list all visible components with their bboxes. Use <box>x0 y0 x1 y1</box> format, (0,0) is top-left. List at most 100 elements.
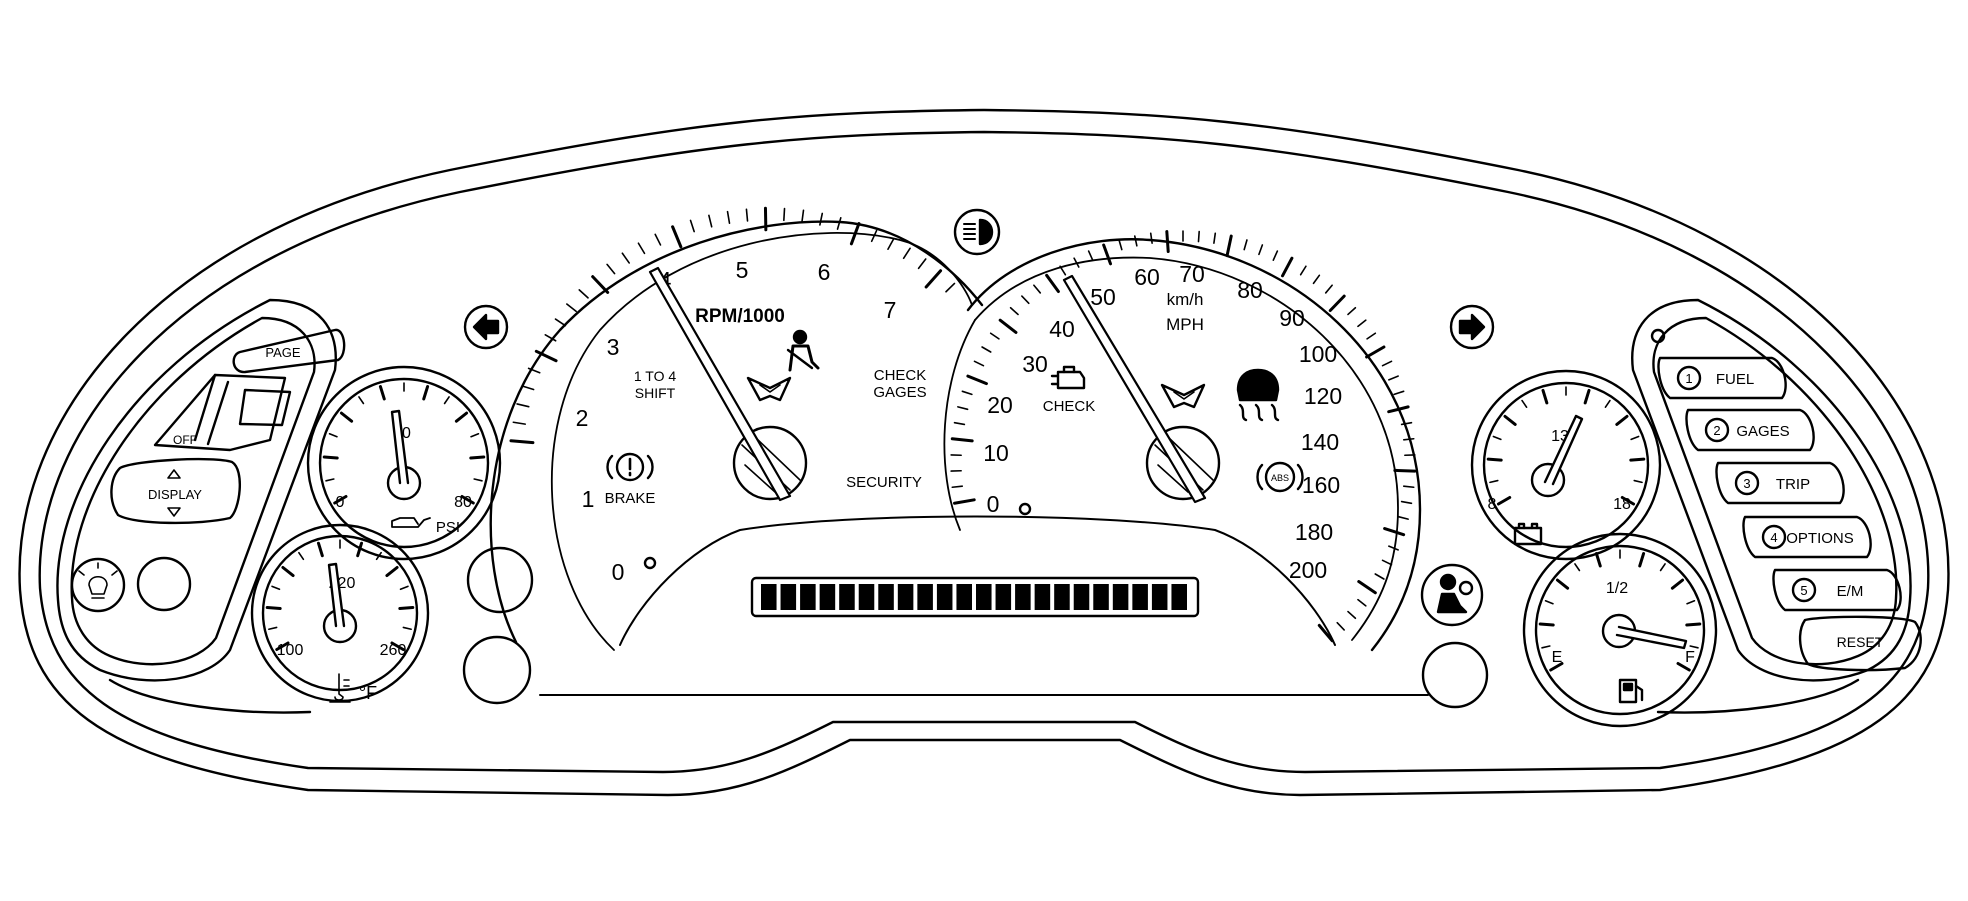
reset-button[interactable]: RESET <box>1800 617 1921 670</box>
gauge-tick <box>400 608 413 609</box>
gauge-tick <box>1505 416 1515 424</box>
coolant-temp-gauge: 100 220 260 °F <box>252 525 428 703</box>
display-button[interactable]: DISPLAY <box>111 459 239 523</box>
shift-label-line2: SHIFT <box>635 385 676 401</box>
gauge-tick <box>267 608 280 609</box>
speed-label-50: 50 <box>1090 284 1116 310</box>
temp-label-max: 260 <box>380 642 407 659</box>
speed-label-30: 30 <box>1022 351 1048 377</box>
speed-label-100: 100 <box>1299 341 1337 367</box>
speed-tick <box>1283 258 1292 276</box>
seatbelt-icon <box>788 331 818 370</box>
gauge-tick <box>1585 390 1589 402</box>
coolant-thermometer-icon <box>330 674 350 702</box>
speed-label-180: 180 <box>1295 519 1333 545</box>
tach-tick <box>567 304 576 311</box>
speed-label-70: 70 <box>1179 261 1205 287</box>
fuel-gauge: E 1/2 F <box>1524 534 1716 726</box>
brake-label: BRAKE <box>605 490 656 507</box>
speed-label-20: 20 <box>987 392 1013 418</box>
speed-tick <box>1404 439 1414 440</box>
speed-label-40: 40 <box>1049 316 1075 342</box>
menu-button-fuel[interactable]: 1 FUEL <box>1658 358 1785 398</box>
airbag-icon <box>1422 565 1482 625</box>
lcd-segment <box>800 584 816 610</box>
lcd-segment <box>1113 584 1129 610</box>
speed-tick <box>1385 529 1404 535</box>
gauge-tick <box>403 627 411 629</box>
lcd-segment <box>1093 584 1109 610</box>
lcd-segment <box>1132 584 1148 610</box>
tach-tick <box>593 277 608 293</box>
temp-needle <box>329 564 344 626</box>
speed-tick <box>991 333 999 339</box>
tach-tick <box>709 215 712 226</box>
button-number: 1 <box>1685 371 1692 386</box>
speed-tick <box>1227 236 1231 256</box>
gauge-tick <box>1687 624 1700 625</box>
speed-tick <box>1367 333 1375 339</box>
speed-label-60: 60 <box>1134 264 1160 290</box>
speed-label-0: 0 <box>987 491 1000 517</box>
reset-button-label: RESET <box>1837 634 1884 650</box>
tach-tick <box>946 283 955 291</box>
check-engine-icon <box>1052 367 1084 388</box>
fuel-label-half: 1/2 <box>1606 580 1628 597</box>
lcd-segment <box>1035 584 1051 610</box>
lcd-segment <box>1171 584 1187 610</box>
button-label: FUEL <box>1716 371 1754 388</box>
tach-tick <box>919 259 926 268</box>
speed-tick <box>1389 546 1398 550</box>
gauge-tick <box>324 457 337 458</box>
blank-button-left[interactable] <box>138 558 190 610</box>
speed-tick <box>1011 308 1018 315</box>
abs-label: ABS <box>1271 473 1289 483</box>
tach-label-7: 7 <box>884 297 897 323</box>
button-number: 4 <box>1770 530 1777 545</box>
gauge-tick <box>471 434 478 437</box>
up-arrow-icon <box>168 470 180 478</box>
speed-tick <box>1348 612 1355 619</box>
speed-tick <box>982 347 991 352</box>
oil-units-label: PSI <box>436 519 460 536</box>
speed-tick <box>1375 574 1384 579</box>
tach-tick <box>728 212 730 224</box>
tach-tick <box>673 227 681 247</box>
tach-tick <box>926 271 940 287</box>
speed-tick <box>1198 232 1199 242</box>
gauge-tick <box>1575 564 1580 571</box>
tach-tick <box>607 264 615 273</box>
gauge-tick <box>1490 481 1498 483</box>
gauge-tick <box>401 586 408 589</box>
off-switch[interactable]: OFF <box>155 375 290 450</box>
kmh-units-label: km/h <box>1167 290 1204 309</box>
gauge-tick <box>359 397 364 404</box>
corvette-logo-icon <box>1162 385 1204 407</box>
lcd-segment <box>781 584 797 610</box>
button-label: E/M <box>1837 583 1864 600</box>
check-gages-line1: CHECK <box>874 367 927 384</box>
tach-tick <box>522 386 533 390</box>
speed-tick <box>1326 285 1332 293</box>
lcd-segment <box>898 584 914 610</box>
dimmer-knob[interactable] <box>72 559 124 611</box>
speed-tick <box>1301 266 1306 274</box>
gauge-tick <box>1542 646 1550 648</box>
page-button[interactable]: PAGE <box>234 330 344 372</box>
gauge-tick <box>380 387 384 399</box>
lcd-segment <box>1074 584 1090 610</box>
lcd-segment <box>859 584 875 610</box>
gauge-tick <box>1690 646 1698 648</box>
oil-label-max: 80 <box>454 494 472 511</box>
tach-needle-shape <box>650 268 790 500</box>
oil-label-min: 0 <box>336 494 345 511</box>
speed-tick <box>1367 347 1384 357</box>
speed-tick <box>1167 232 1168 252</box>
gauge-tick <box>387 567 397 575</box>
shift-label-line1: 1 TO 4 <box>634 368 677 384</box>
